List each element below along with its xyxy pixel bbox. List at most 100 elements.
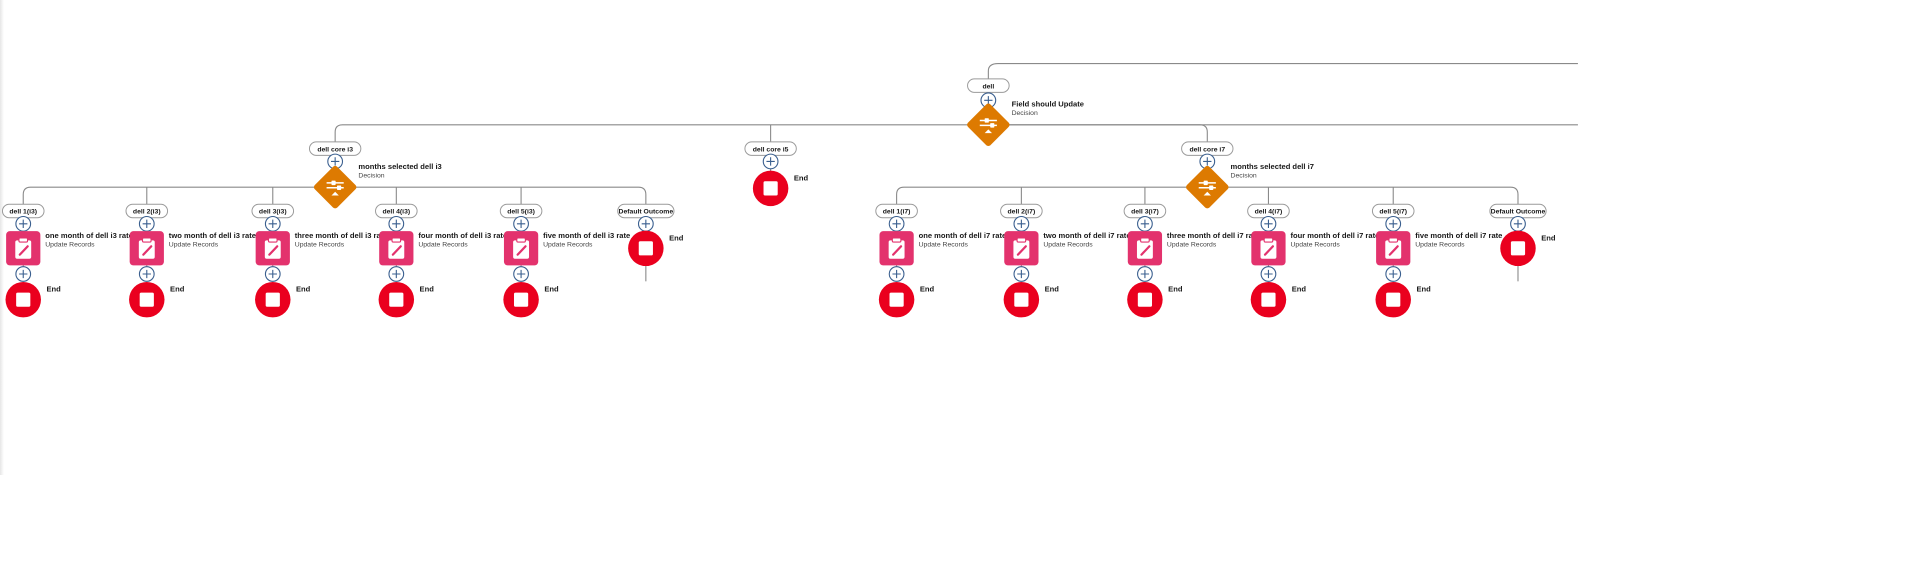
element-type: Update Records — [543, 242, 593, 249]
add-element-button[interactable] — [1013, 266, 1030, 282]
add-element-button[interactable] — [637, 215, 654, 232]
outcome-label-0-2[interactable]: dell 3(i3) — [251, 203, 295, 219]
element-type: Update Records — [45, 242, 95, 249]
add-element-button[interactable] — [15, 215, 32, 232]
end-element[interactable] — [5, 281, 41, 318]
update-records-element[interactable] — [6, 231, 41, 266]
end-element[interactable] — [378, 281, 415, 318]
branch-label-0[interactable]: dell core i3 — [308, 141, 362, 156]
outcome-label-0-5[interactable]: Default Outcome — [617, 203, 675, 219]
add-element-button[interactable] — [264, 266, 281, 282]
add-element-button[interactable] — [1137, 266, 1153, 282]
end-element[interactable] — [878, 281, 915, 318]
connector-label: dell 2(i3) — [133, 209, 161, 216]
end-label: End — [46, 285, 61, 294]
connector-label: dell 3(i3) — [259, 209, 287, 216]
plus-glyph — [1140, 269, 1150, 279]
update-records-icon — [388, 237, 405, 259]
end-element[interactable] — [503, 281, 539, 318]
add-element-button[interactable] — [15, 266, 32, 282]
end-element[interactable] — [628, 230, 664, 267]
end-element[interactable] — [129, 281, 165, 318]
add-element-button[interactable] — [1013, 215, 1030, 232]
end-element[interactable] — [752, 170, 789, 207]
end-label: End — [296, 285, 311, 294]
outcome-label-2-5[interactable]: Default Outcome — [1489, 203, 1547, 219]
plus-glyph — [1513, 219, 1523, 229]
plus-glyph — [142, 269, 151, 279]
connector-label: dell 3(i7) — [1131, 209, 1159, 216]
end-element[interactable] — [1375, 281, 1411, 318]
element-title: months selected dell i3 — [358, 162, 441, 171]
branch-decision-2[interactable] — [1185, 165, 1230, 210]
plus-glyph — [330, 157, 340, 166]
decision-icon — [1198, 180, 1216, 196]
outcome-label-0-3[interactable]: dell 4(i3) — [375, 203, 418, 219]
update-records-element[interactable] — [1251, 231, 1286, 266]
element-title: four month of dell i7 rate — [1290, 231, 1379, 240]
add-element-button[interactable] — [1137, 215, 1153, 232]
add-element-button[interactable] — [1385, 215, 1402, 232]
add-element-button[interactable] — [1510, 215, 1526, 232]
update-records-element[interactable] — [503, 231, 539, 266]
add-element-button[interactable] — [327, 153, 344, 170]
update-records-icon — [1260, 237, 1277, 259]
branch-decision-0[interactable] — [313, 165, 358, 210]
outcome-label-0-1[interactable]: dell 2(i3) — [125, 203, 169, 219]
update-records-element[interactable] — [129, 231, 164, 266]
outcome-label-2-0[interactable]: dell 1(i7) — [875, 203, 918, 219]
add-element-button[interactable] — [1385, 266, 1402, 282]
add-element-button[interactable] — [264, 215, 281, 232]
outcome-label-0-4[interactable]: dell 5(i3) — [499, 203, 543, 219]
end-element[interactable] — [1003, 281, 1040, 318]
root-path-label[interactable]: dell — [967, 78, 1010, 93]
end-element[interactable] — [255, 281, 291, 318]
update-records-element[interactable] — [1376, 231, 1411, 266]
outcome-label-0-0[interactable]: dell 1(i3) — [1, 203, 45, 219]
end-label: End — [1168, 285, 1183, 294]
outcome-label-2-4[interactable]: dell 5(i7) — [1371, 203, 1415, 219]
connector-label: dell 5(i7) — [1379, 209, 1407, 216]
element-title: three month of dell i7 rate — [1167, 231, 1260, 240]
plus-glyph — [19, 269, 28, 279]
update-records-element[interactable] — [879, 231, 914, 266]
add-element-button[interactable] — [388, 215, 405, 232]
add-element-button[interactable] — [888, 215, 905, 232]
update-records-element[interactable] — [379, 231, 414, 266]
add-element-button[interactable] — [513, 266, 529, 282]
connector-label: dell 4(i3) — [382, 209, 410, 216]
end-element[interactable] — [1250, 281, 1287, 318]
add-element-button[interactable] — [1260, 215, 1277, 232]
update-records-icon — [264, 237, 281, 259]
canvas-edge — [0, 0, 4, 475]
add-element-button[interactable] — [388, 266, 405, 282]
branch-label-1[interactable]: dell core i5 — [744, 141, 797, 156]
end-element[interactable] — [1500, 230, 1536, 267]
add-element-button[interactable] — [138, 266, 155, 282]
add-element-button[interactable] — [1199, 153, 1216, 170]
connector-label: Default Outcome — [619, 209, 674, 216]
end-element[interactable] — [1127, 281, 1163, 318]
update-records-icon — [1013, 237, 1030, 259]
add-element-button[interactable] — [1260, 266, 1277, 282]
outcome-label-2-3[interactable]: dell 4(i7) — [1247, 203, 1290, 219]
update-records-element[interactable] — [1004, 231, 1039, 266]
update-records-element[interactable] — [1127, 231, 1163, 266]
outcome-label-2-2[interactable]: dell 3(i7) — [1123, 203, 1167, 219]
add-element-button[interactable] — [513, 215, 529, 232]
plus-glyph — [1140, 219, 1150, 229]
element-type: Update Records — [919, 242, 969, 249]
update-records-icon — [1136, 237, 1153, 259]
add-element-button[interactable] — [138, 215, 155, 232]
update-records-element[interactable] — [255, 231, 290, 266]
end-label: End — [1292, 285, 1307, 294]
add-element-button[interactable] — [888, 266, 905, 282]
decision-icon — [979, 118, 997, 134]
end-label: End — [170, 285, 185, 294]
outcome-label-2-1[interactable]: dell 2(i7) — [1000, 203, 1043, 219]
root-decision[interactable] — [966, 102, 1011, 147]
branch-label-2[interactable]: dell core i7 — [1181, 141, 1234, 156]
add-element-button[interactable] — [762, 153, 779, 170]
element-type: Decision — [358, 173, 384, 180]
